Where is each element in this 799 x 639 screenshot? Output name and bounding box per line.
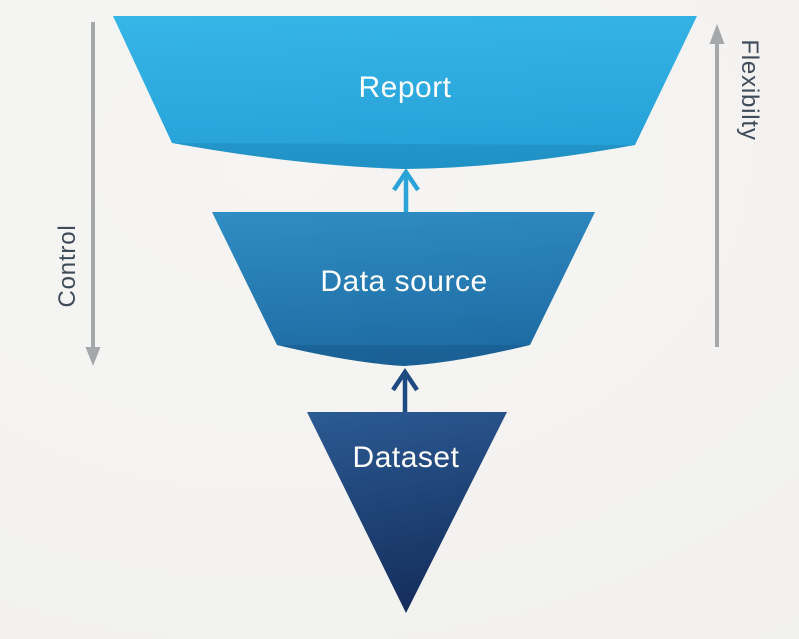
arrow-up-icon	[709, 24, 725, 347]
funnel-label-data-source: Data source	[320, 265, 487, 298]
arrow-datasource-to-report	[392, 167, 420, 212]
arrow-head-up-icon	[391, 367, 419, 392]
funnel-level-report-fold-shadow	[172, 143, 635, 169]
control-axis-label: Control	[54, 225, 81, 308]
funnel-label-dataset: Dataset	[353, 441, 460, 474]
funnel-level-dataset	[307, 412, 507, 613]
funnel-level-data-source-fold-shadow	[277, 345, 530, 366]
flexibility-axis-label: Flexibilty	[736, 39, 763, 140]
funnel-level-report	[113, 16, 697, 169]
control-axis: Control	[54, 22, 101, 366]
funnel-level-data-source	[212, 212, 595, 366]
flexibility-axis: Flexibilty	[709, 24, 763, 347]
arrow-down-icon	[85, 22, 101, 366]
funnel-label-report: Report	[358, 71, 451, 104]
arrow-head-up-icon	[392, 167, 420, 192]
arrow-dataset-to-datasource	[391, 367, 419, 412]
